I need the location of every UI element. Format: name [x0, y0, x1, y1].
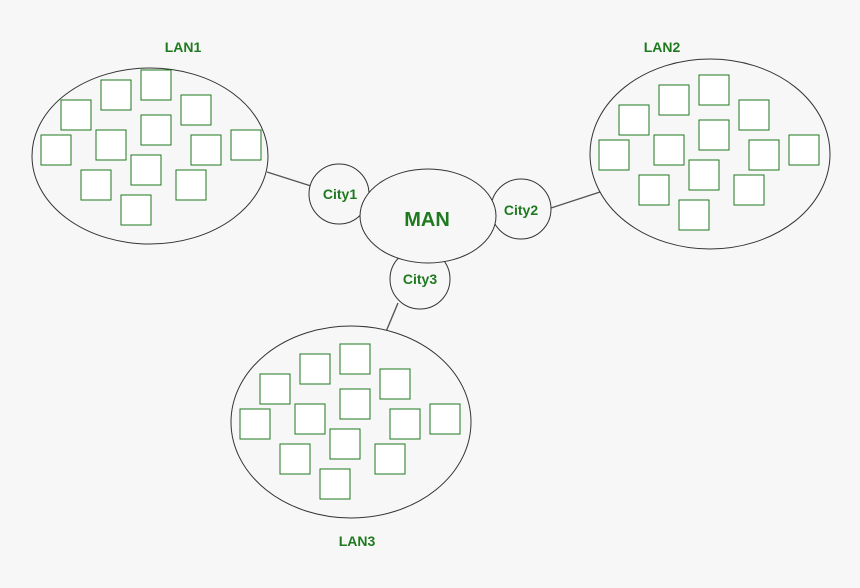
lan3-node	[389, 408, 421, 440]
lan3-node	[374, 443, 406, 475]
lan2-node	[688, 159, 720, 191]
lan2-node	[638, 174, 670, 206]
lan1-node	[230, 129, 262, 161]
lan3-node	[339, 388, 371, 420]
lan1-node	[100, 79, 132, 111]
lan3-node	[279, 443, 311, 475]
lan1-node	[140, 114, 172, 146]
lan2-node	[598, 139, 630, 171]
lan3-node	[379, 368, 411, 400]
city3-label: City3	[403, 271, 437, 287]
city2-label: City2	[504, 202, 538, 218]
lan1-node	[180, 94, 212, 126]
lan3-node	[329, 428, 361, 460]
lan3-node	[294, 403, 326, 435]
lan1-node	[95, 129, 127, 161]
lan2-node	[658, 84, 690, 116]
link-city3-lan3	[384, 302, 399, 335]
lan2-node	[618, 104, 650, 136]
lan2-node	[698, 74, 730, 106]
lan1-nodes	[40, 69, 262, 226]
lan2-node	[733, 174, 765, 206]
lan2-node	[738, 99, 770, 131]
lan1-node	[175, 169, 207, 201]
lan3-node	[319, 468, 351, 500]
man-ellipse	[359, 168, 497, 264]
lan1-label: LAN1	[165, 39, 202, 55]
lan2-node	[698, 119, 730, 151]
lan1-node	[190, 134, 222, 166]
man-label: MAN	[404, 209, 450, 231]
lan1-node	[40, 134, 72, 166]
lan3-node	[299, 353, 331, 385]
lan3-node	[239, 408, 271, 440]
lan2-node	[748, 139, 780, 171]
lan3-label: LAN3	[339, 533, 376, 549]
lan3-node	[259, 373, 291, 405]
lan3-nodes	[239, 343, 461, 500]
lan1-node	[120, 194, 152, 226]
link-city2-lan2	[550, 191, 601, 209]
lan3-node	[429, 403, 461, 435]
lan1-node	[130, 154, 162, 186]
lan1-node	[60, 99, 92, 131]
lan2-node	[788, 134, 820, 166]
lan2-label: LAN2	[644, 39, 681, 55]
lan1-node	[80, 169, 112, 201]
link-lan1-city1	[266, 171, 312, 187]
lan2-node	[653, 134, 685, 166]
city1-label: City1	[323, 186, 357, 202]
lan2-nodes	[598, 74, 820, 231]
lan2-node	[678, 199, 710, 231]
lan1-node	[140, 69, 172, 101]
lan3-node	[339, 343, 371, 375]
